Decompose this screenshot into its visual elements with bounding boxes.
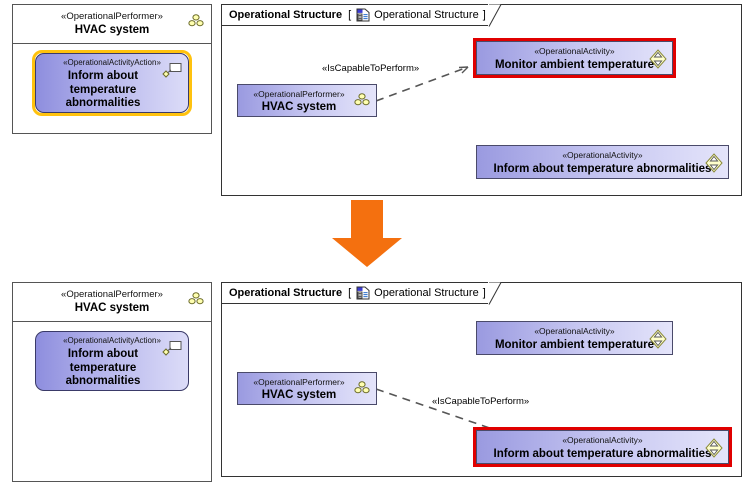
bottom-monitor-stereotype: «OperationalActivity» [534, 326, 615, 336]
bottom-frame-bracket-open: [ [348, 287, 352, 299]
top-diagram-frame: Operational Structure [ Operational Stru… [221, 4, 742, 196]
top-hvac-name: HVAC system [261, 101, 337, 113]
top-frame-diagram-name: Operational Structure [374, 9, 479, 21]
top-frame-label: Operational Structure [229, 9, 343, 21]
top-panel-name: HVAC system [74, 24, 150, 36]
performer-role-icon [188, 292, 204, 310]
top-action-stereotype: «OperationalActivityAction» [63, 58, 161, 67]
top-connector-iscapabletoperform[interactable] [222, 5, 743, 197]
bottom-frame-tab-corner [488, 282, 502, 305]
top-panel-stereotype: «OperationalPerformer» [61, 11, 163, 22]
top-monitor-name: Monitor ambient temperature [494, 59, 655, 71]
bottom-action-name: Inform about temperature abnormalities [65, 348, 141, 387]
down-arrow-icon [332, 200, 402, 267]
top-hvac-stereotype: «OperationalPerformer» [253, 89, 345, 99]
diagram-op-icon [356, 8, 370, 22]
top-action-name: Inform about temperature abnormalities [65, 70, 141, 109]
top-panel-header: «OperationalPerformer» HVAC system [13, 5, 211, 44]
performer-role-icon [354, 381, 370, 399]
bottom-element-monitor-ambient-temperature[interactable]: «OperationalActivity» Monitor ambient te… [476, 321, 673, 355]
activity-action-icon [162, 341, 182, 362]
top-inform-name: Inform about temperature abnormalities [493, 163, 712, 175]
top-frame-bracket-close: ] [482, 9, 486, 21]
top-element-inform-about-temperature-abnormalities[interactable]: «OperationalActivity» Inform about tempe… [476, 145, 729, 179]
top-inform-stereotype: «OperationalActivity» [562, 150, 643, 160]
bottom-panel-name: HVAC system [74, 302, 150, 314]
bottom-inform-stereotype: «OperationalActivity» [562, 435, 643, 445]
top-element-hvac-system[interactable]: «OperationalPerformer» HVAC system [237, 84, 377, 117]
performer-role-icon [188, 14, 204, 32]
bottom-action-stereotype: «OperationalActivityAction» [63, 336, 161, 345]
bottom-element-hvac-system[interactable]: «OperationalPerformer» HVAC system [237, 372, 377, 405]
bottom-frame-label: Operational Structure [229, 287, 343, 299]
bottom-panel-stereotype: «OperationalPerformer» [61, 289, 163, 300]
top-monitor-stereotype: «OperationalActivity» [534, 46, 615, 56]
top-element-monitor-ambient-temperature[interactable]: «OperationalActivity» Monitor ambient te… [476, 41, 673, 75]
bottom-hvac-name: HVAC system [261, 389, 337, 401]
top-frame-bracket-open: [ [348, 9, 352, 21]
top-connector-label: «IsCapableToPerform» [322, 63, 420, 74]
bottom-monitor-name: Monitor ambient temperature [494, 339, 655, 351]
bottom-panel-header: «OperationalPerformer» HVAC system [13, 283, 211, 322]
bottom-inform-name: Inform about temperature abnormalities [493, 448, 712, 460]
bottom-hvac-stereotype: «OperationalPerformer» [253, 377, 345, 387]
bottom-element-inform-about-temperature-abnormalities[interactable]: «OperationalActivity» Inform about tempe… [476, 430, 729, 464]
top-activity-action-node[interactable]: «OperationalActivityAction» Inform about… [35, 53, 189, 113]
bottom-activity-action-node[interactable]: «OperationalActivityAction» Inform about… [35, 331, 189, 391]
bottom-diagram-frame: Operational Structure [ Operational Stru… [221, 282, 742, 477]
top-frame-tab[interactable]: Operational Structure [ Operational Stru… [221, 4, 489, 26]
operational-activity-icon [649, 329, 667, 354]
operational-activity-icon [705, 438, 723, 463]
bottom-frame-bracket-close: ] [482, 287, 486, 299]
bottom-containment-panel: «OperationalPerformer» HVAC system «Oper… [12, 282, 212, 482]
top-containment-panel: «OperationalPerformer» HVAC system «Oper… [12, 4, 212, 134]
bottom-frame-diagram-name: Operational Structure [374, 287, 479, 299]
diagram-op-icon [356, 286, 370, 300]
activity-action-icon [162, 63, 182, 84]
bottom-frame-tab[interactable]: Operational Structure [ Operational Stru… [221, 282, 489, 304]
operational-activity-icon [705, 153, 723, 178]
operational-activity-icon [649, 49, 667, 74]
top-frame-tab-corner [488, 4, 502, 27]
bottom-connector-label: «IsCapableToPerform» [432, 396, 530, 407]
performer-role-icon [354, 93, 370, 111]
